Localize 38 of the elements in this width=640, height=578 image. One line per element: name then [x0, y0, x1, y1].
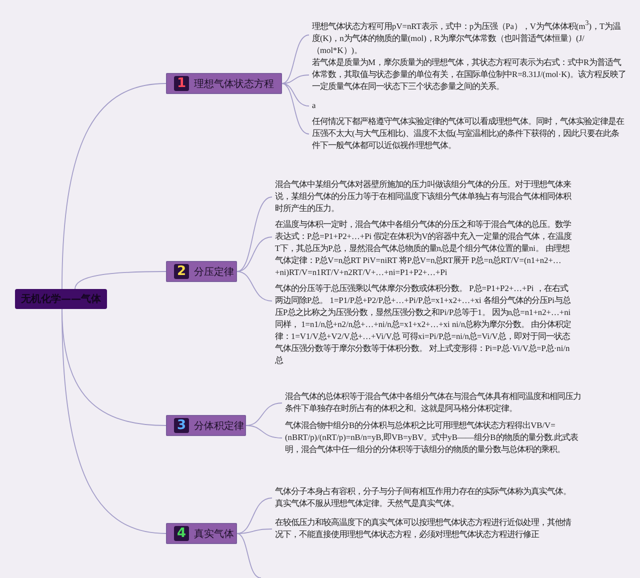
note-text: 气体分子本身占有容积，分子与分子间有相互作用力存在的实际气体称为真实气体。真实气体不服从理想气体定律。天然气是真实气体。	[275, 486, 575, 510]
note-text: 在温度与体积一定时，混合气体中各组分气体的分压之和等于混合气体的总压。数学表达式：P总=P1+P2+…+Pi 假定在体积为V的容器中充入一定量的混合气体，在温度T下，其总压为P总，显然混合气体总物质的量n总是个组分气体位置的量ni。 由理想气体定律：P总V=n总RT PiV=niRT 将P总V=n总RT展开 P总=n总RT/V=(n1+n2+…+ni)RT/V=n1RT/V+n2RT/V+…+ni=P1+P2+…+Pi	[275, 219, 575, 279]
topic-number: 3	[174, 418, 190, 433]
note-text: 若气体是质量为M，摩尔质量为的理想气体，其状态方程可表示为右式：式中R为普适气体常数，其取值与状态参量的单位有关，在国际单位制中R=8.31J/(mol·K)。该方程反映了一定质量气体在同一状态下三个状态参量之间的关系。	[312, 57, 627, 93]
connector-line	[62, 308, 166, 534]
connector-line	[74, 271, 166, 290]
note-text: 理想气体状态方程可用pV=nRT表示，式中：p为压强（Pa），V为气体体积(m$^{3}$)，T为温度(K)，n为气体的物质的量(mol)，R为摩尔气体常数（也叫普适气体恒量）(J/（mol*K）)。	[312, 17, 627, 57]
note-text: a	[312, 100, 627, 112]
note-text: 混合气体的总体积等于混合气体中各组分气体在与混合气体具有相同温度和相同压力条件下单独存在时所占有的体积之和。这就是阿马格分体积定律。	[285, 391, 585, 415]
note-text: 混合气体中某组分气体对器壁所施加的压力叫做该组分气体的分压。对于理想气体来说，某组分气体的分压力等于在相同温度下该组分气体单独占有与混合气体相同体积时所产生的压力。	[275, 179, 575, 215]
note-text: 气体混合物中组分B的分体积与总体积之比可用理想气体状态方程得出VB/V=(nBRT/p)/(nRT/p)=nB/n=yB,即VB=yBV。式中yB——组分B的物质的量分数.此式表明，混合气体中任一组分的分体积等于该组分的物质的量分数与总体积的乘积。	[285, 420, 585, 456]
note-text: 任何情况下都严格遵守气体实验定律的气体可以看成理想气体。同时，气体实验定律是在压强不太大(与大气压相比)、温度不太低(与室温相比)的条件下获得的，因此只要在此条件下一般气体都可以近似视作理想气体。	[312, 116, 627, 152]
connector-line	[236, 196, 272, 272]
connector-line	[282, 83, 310, 106]
topic-title: 真实气体	[194, 528, 234, 540]
connector-line	[282, 34, 310, 84]
connector-line	[236, 528, 272, 534]
topic-number: 4	[174, 526, 190, 541]
connector-line	[62, 83, 166, 290]
topic-box	[166, 261, 237, 282]
connector-line	[236, 271, 272, 302]
topic-title: 理想气体状态方程	[194, 78, 274, 90]
topic-title: 分体积定律	[194, 420, 244, 432]
connector-line	[246, 425, 282, 438]
connector-line	[282, 74, 310, 84]
connector-line	[236, 236, 272, 272]
note-text: 在较低压力和较高温度下的真实气体可以按理想气体状态方程进行近似处理，其他情况下，不能直接使用理想气体状态方程，必须对理想气体状态方程进行修正	[275, 517, 575, 541]
connector-line	[236, 498, 272, 534]
note-text: 气体的分压等于总压强乘以气体摩尔分数或体积分数。 P总=P1+P2+…+Pi ，在右式两边同除P总。 1=P1/P总+P2/P总+…+Pi/P总=x1+x2+…+xi 各组分气体的分压Pi与总压P总之比称之为压强分数，显然压强分数之和Pi/P总等于1。 因为n总=n1+n2+…+ni 同样， 1=n1/n总+n2/n总+…+ni/n总=x1+x2+…+xi ni/n总称为摩尔分数。 由分体积定律：1=V1/V总+V2/V总+…+Vi/V总 可得xi=Pi/P总=ni/n总=Vi/V总，即对于同一状态气体压强分数等于摩尔分数等于体积分数。 对上式变形得：Pi=P总·Vi/V总=P总·ni/n总	[275, 283, 575, 367]
central-topic-box: 无机化学——气体	[15, 289, 107, 309]
connector-line	[236, 533, 262, 578]
topic-box	[166, 73, 282, 94]
connector-line	[282, 83, 310, 134]
topic-number: 1	[174, 76, 190, 91]
topic-number: 2	[174, 264, 190, 279]
topic-title: 分压定律	[194, 266, 234, 278]
topic-box	[166, 523, 237, 544]
topic-box	[166, 415, 246, 436]
